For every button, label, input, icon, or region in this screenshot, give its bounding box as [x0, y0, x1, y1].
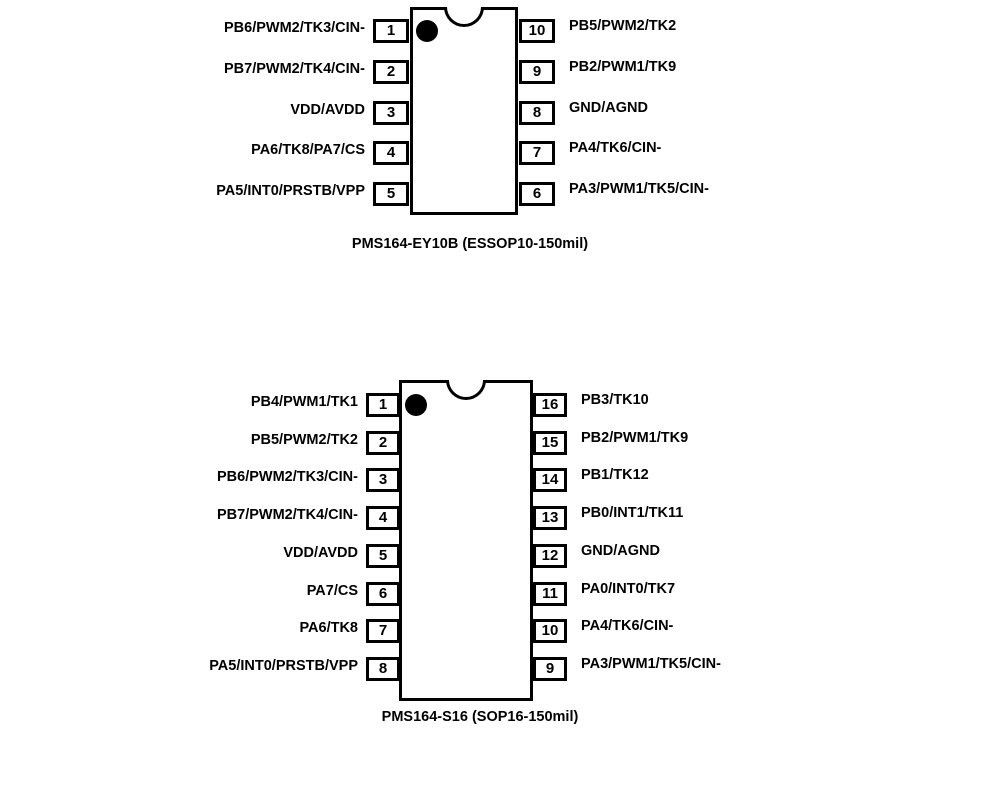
pin-number: 15 [533, 430, 567, 455]
pin-number: 9 [533, 656, 567, 681]
pin-number: 5 [373, 182, 409, 207]
pin-label: PB6/PWM2/TK3/CIN- [224, 20, 365, 36]
pin-label: PA4/TK6/CIN- [569, 140, 662, 157]
pin-number: 1 [373, 19, 409, 43]
pin1-marker-icon [405, 394, 427, 416]
pin-label: PA0/INT0/TK7 [581, 580, 676, 597]
pin-number: 4 [373, 141, 409, 166]
pin-number: 5 [366, 543, 400, 568]
chip-body [399, 380, 533, 701]
pin-label: PB6/PWM2/TK3/CIN- [217, 469, 358, 486]
pin-number: 7 [366, 619, 400, 644]
pin-number: 3 [373, 100, 409, 125]
pin-label: PA3/PWM1/TK5/CIN- [581, 655, 721, 672]
notch-icon [446, 380, 486, 400]
pin-label: PB2/PWM1/TK9 [581, 429, 689, 446]
pin-number: 9 [519, 59, 555, 84]
pin-label: VDD/AVDD [283, 544, 358, 561]
pin-label: PB2/PWM1/TK9 [569, 58, 677, 75]
pin-label: PB1/TK12 [581, 467, 649, 484]
pin-number: 8 [366, 656, 400, 681]
pin-number: 13 [533, 506, 567, 531]
pin-label: PA3/PWM1/TK5/CIN- [569, 181, 709, 198]
pin-label: VDD/AVDD [290, 101, 365, 118]
pin-label: PB7/PWM2/TK4/CIN- [217, 507, 358, 524]
pin-label: PA5/INT0/PRSTB/VPP [216, 183, 365, 200]
pin-label: PA6/TK8/PA7/CS [251, 142, 365, 159]
pin-number: 16 [533, 393, 567, 417]
pin-label: PA5/INT0/PRSTB/VPP [209, 657, 358, 674]
pin-number: 12 [533, 543, 567, 568]
chip-body [410, 7, 518, 215]
pin-number: 4 [366, 506, 400, 531]
pin-number: 10 [533, 619, 567, 644]
pin-number: 7 [519, 141, 555, 166]
pin-label: PB5/PWM2/TK2 [569, 18, 677, 34]
pin-number: 6 [519, 182, 555, 207]
pin-number: 2 [366, 430, 400, 455]
pin-number: 14 [533, 468, 567, 493]
package-caption: PMS164-S16 (SOP16-150mil) [381, 709, 579, 725]
pin1-marker-icon [416, 20, 438, 42]
pin-number: 6 [366, 581, 400, 606]
pin-label: PA4/TK6/CIN- [581, 618, 674, 635]
pin-number: 10 [519, 19, 555, 43]
pin-number: 2 [373, 59, 409, 84]
pin-label: PB5/PWM2/TK2 [250, 431, 358, 448]
pin-label: PB4/PWM1/TK1 [250, 394, 358, 410]
notch-icon [444, 7, 484, 27]
pin-label: GND/AGND [569, 99, 648, 116]
pin-label: PB7/PWM2/TK4/CIN- [224, 60, 365, 77]
pin-label: GND/AGND [581, 542, 660, 559]
pin-number: 8 [519, 100, 555, 125]
pin-label: PB0/INT1/TK11 [581, 505, 684, 522]
pin-number: 3 [366, 468, 400, 493]
pin-number: 1 [366, 393, 400, 417]
pin-label: PB3/TK10 [581, 392, 649, 408]
pin-label: PA7/CS [306, 582, 358, 599]
package-caption: PMS164-EY10B (ESSOP10-150mil) [351, 236, 589, 252]
pin-number: 11 [533, 581, 567, 606]
pin-label: PA6/TK8 [299, 620, 358, 637]
